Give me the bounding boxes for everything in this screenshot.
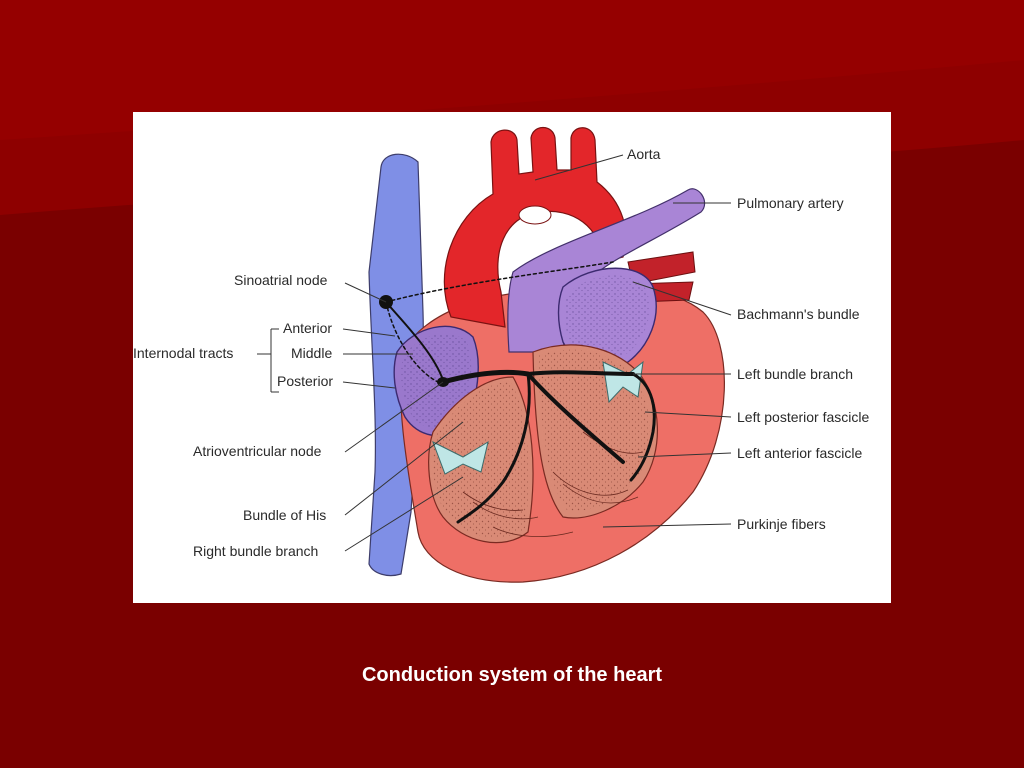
leader-lines — [257, 154, 732, 552]
heart-illustration: Aorta Pulmonary artery Sinoatrial node B… — [133, 126, 869, 583]
label-internodal-anterior: Anterior — [283, 320, 332, 336]
label-internodal-tracts: Internodal tracts — [133, 345, 233, 361]
label-left-bundle-branch: Left bundle branch — [737, 366, 853, 382]
label-left-posterior-fascicle: Left posterior fascicle — [737, 409, 869, 425]
heart-diagram: Aorta Pulmonary artery Sinoatrial node B… — [133, 112, 891, 603]
tricuspid-valve — [432, 440, 489, 475]
label-purkinje-fibers: Purkinje fibers — [737, 516, 826, 532]
label-atrioventricular-node: Atrioventricular node — [193, 443, 322, 459]
label-bundle-of-his: Bundle of His — [243, 507, 326, 523]
aortic-arch-opening — [518, 205, 552, 225]
label-internodal-middle: Middle — [291, 345, 332, 361]
slide-caption: Conduction system of the heart — [361, 664, 663, 686]
conduction-pathway — [385, 261, 656, 524]
label-sinoatrial-node: Sinoatrial node — [234, 272, 328, 288]
label-right-bundle-branch: Right bundle branch — [193, 543, 318, 559]
label-internodal-posterior: Posterior — [277, 373, 333, 389]
label-bachmanns-bundle: Bachmann's bundle — [737, 306, 860, 322]
label-left-anterior-fascicle: Left anterior fascicle — [737, 445, 862, 461]
label-pulmonary-artery: Pulmonary artery — [737, 195, 844, 211]
label-aorta: Aorta — [627, 146, 661, 162]
pulmonary-artery — [507, 188, 706, 353]
